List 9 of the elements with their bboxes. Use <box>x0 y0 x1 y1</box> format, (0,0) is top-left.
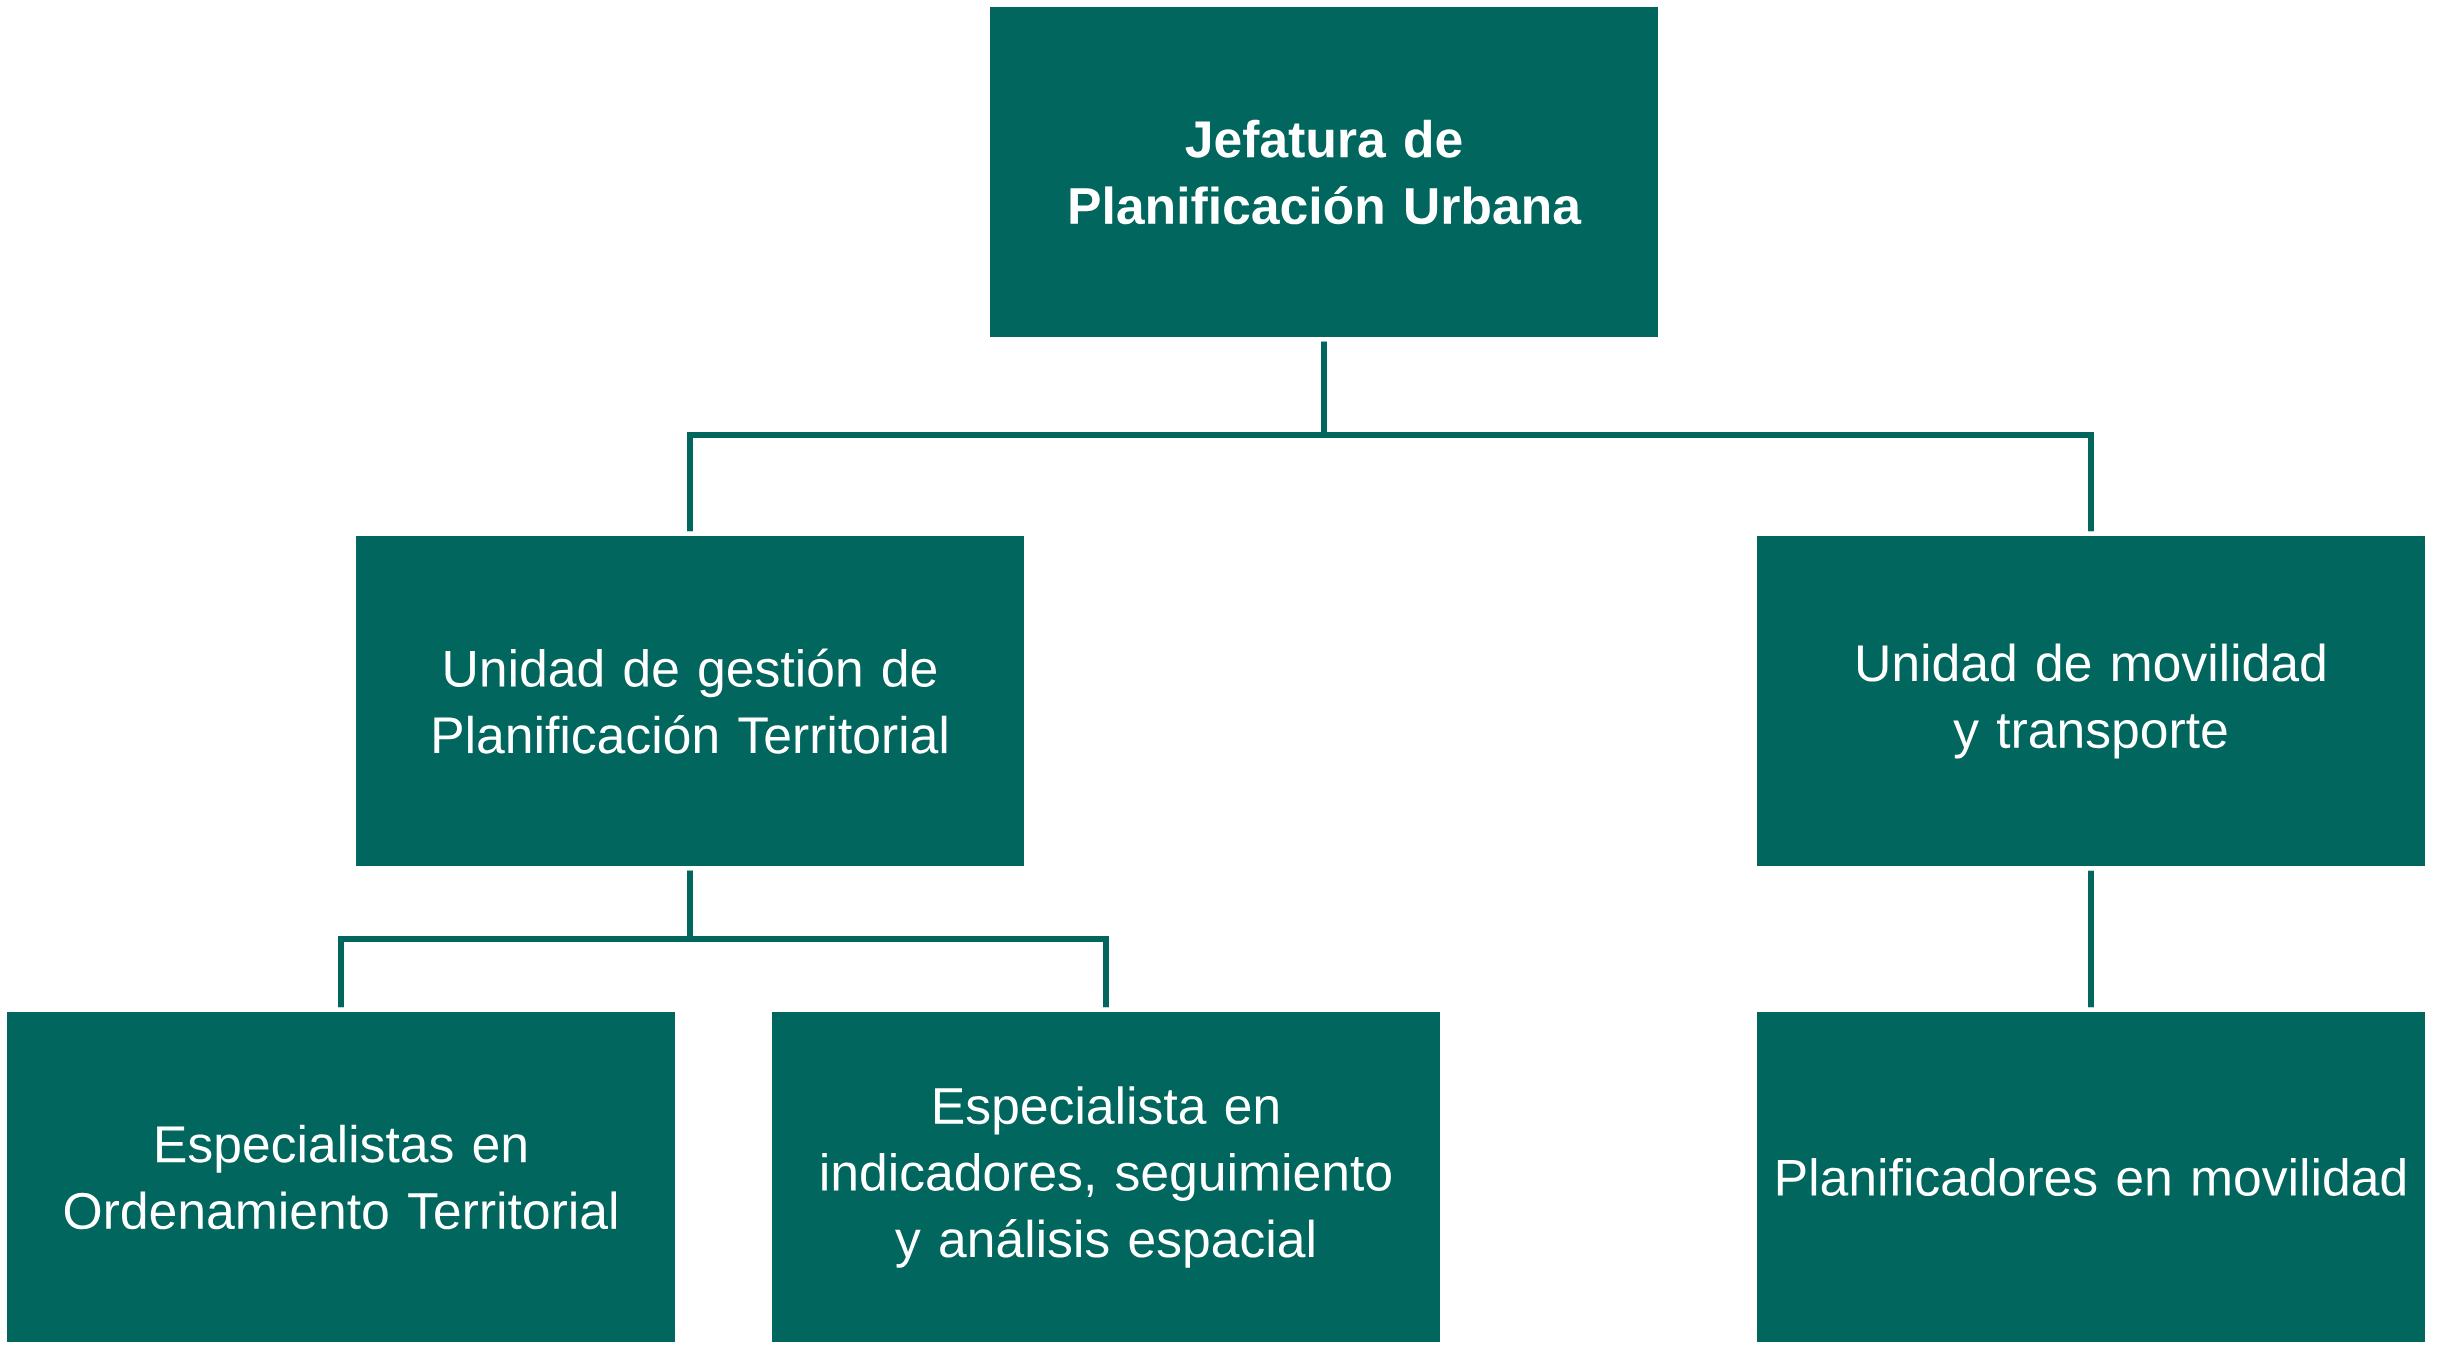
org-box: Unidad de movilidad y transporte <box>1757 536 2425 866</box>
connector-line <box>2088 870 2094 1008</box>
org-box: Unidad de gestión de Planificación Territorial <box>356 536 1024 866</box>
connector-line <box>1321 341 2094 532</box>
org-box: Especialista en indicadores, seguimiento y análisis espacial <box>772 1012 1440 1342</box>
org-box: Jefatura de Planificación Urbana <box>990 7 1658 337</box>
org-box: Especialistas en Ordenamiento Territorial <box>7 1012 675 1342</box>
connector-line <box>687 870 1109 1008</box>
org-box: Planificadores en movilidad <box>1757 1012 2425 1342</box>
